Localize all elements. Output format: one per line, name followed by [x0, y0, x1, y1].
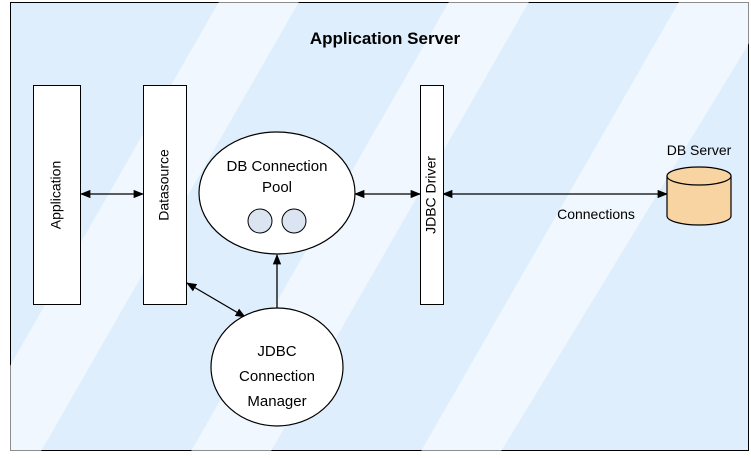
application-box [33, 85, 81, 305]
manager-label-line3: Manager [247, 393, 306, 410]
application-label: Application [48, 161, 64, 230]
database-icon [666, 166, 732, 226]
datasource-box [143, 85, 187, 305]
datasource-manager-arrow [186, 282, 246, 318]
jdbc-connection-manager [210, 307, 344, 427]
datasource-label: Datasource [156, 149, 172, 221]
container-title: Application Server [310, 29, 461, 48]
jdbc-driver-label: JDBC Driver [423, 156, 439, 234]
db-connection-pool [198, 131, 356, 255]
manager-label-line2: Connection [239, 368, 315, 385]
pool-label-line2: Pool [262, 179, 292, 196]
manager-label-line1: JDBC [257, 343, 296, 360]
pooled-connection-2 [281, 208, 307, 234]
connections-label: Connections [557, 206, 635, 222]
db-server-label: DB Server [667, 142, 732, 158]
pool-label-line1: DB Connection [227, 158, 328, 175]
pooled-connection-1 [247, 208, 273, 234]
jdbc-driver-box [420, 85, 444, 305]
